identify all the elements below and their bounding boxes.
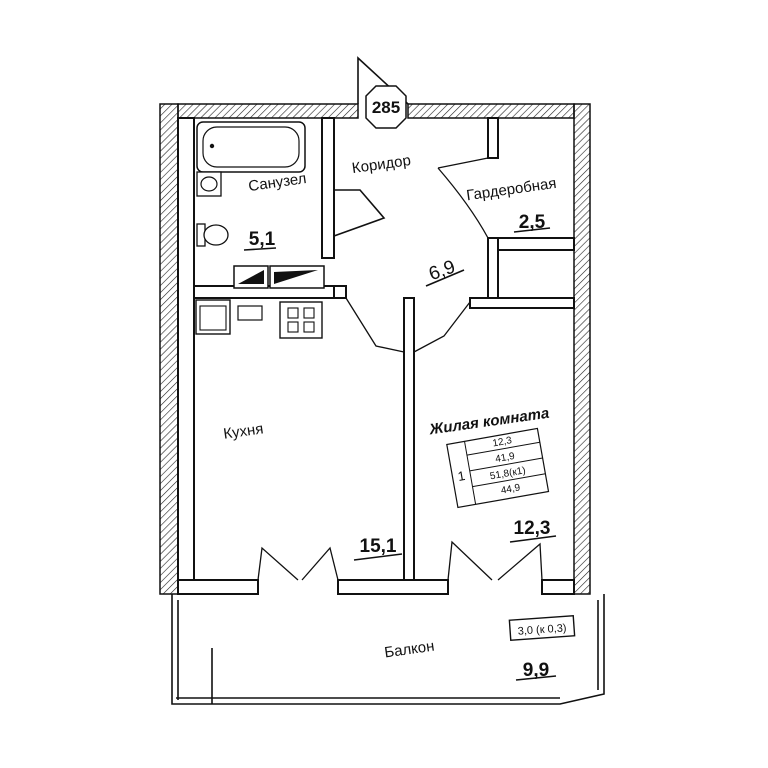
summary-total-area: 41,9: [494, 451, 516, 465]
summary-living-area: 12,3: [492, 435, 514, 449]
kitchen-area: 15,1: [360, 536, 397, 557]
bathroom-area: 5,1: [249, 229, 276, 250]
right-exterior-wall: [573, 103, 591, 595]
kitchen-living-partition: [403, 297, 415, 581]
bathroom-right-wall: [321, 117, 335, 259]
bathtub: [196, 121, 306, 173]
top-wall-right: [407, 103, 575, 119]
kitchen-name: Кухня: [222, 420, 264, 442]
wardrobe-name: Гардеробная: [465, 175, 557, 204]
stove: [279, 301, 323, 339]
kitchen-left-wall: [177, 117, 195, 581]
bottom-wall-right: [541, 579, 575, 595]
corridor-name: Коридор: [351, 152, 412, 177]
living-summary-table: 1 12,3 41,9 51,8(к1) 44,9: [446, 427, 550, 509]
wardrobe-left-wall: [487, 117, 499, 159]
unit-number-badge: [365, 85, 407, 129]
summary-total-reduced: 44,9: [500, 482, 522, 496]
unit-number: 285: [372, 98, 400, 117]
top-wall-left: [177, 103, 359, 119]
balcony-area: 9,9: [523, 660, 549, 681]
balcony-outline: [171, 594, 605, 705]
corridor-bottom-wall-left: [333, 285, 347, 299]
corridor-bottom-wall-right: [469, 297, 575, 309]
rooms-count: 1: [457, 468, 467, 484]
kitchen-sink: [195, 299, 231, 335]
corridor-wall-step: [333, 189, 386, 237]
wardrobe-area: 2,5: [519, 212, 546, 233]
kitchen-counter: [237, 305, 263, 321]
wardrobe-bottom-wall: [487, 237, 575, 251]
bottom-wall-mid: [337, 579, 449, 595]
balcony-name: Балкон: [383, 638, 435, 662]
corridor-area: 6,9: [426, 256, 458, 285]
bathroom-name: Санузел: [247, 170, 307, 195]
bottom-wall-left: [177, 579, 259, 595]
balcony-coefficient: 3,0 (к 0,3): [517, 622, 567, 637]
left-exterior-wall: [159, 103, 179, 595]
wardrobe-lower-wall: [487, 237, 499, 303]
living-area: 12,3: [514, 518, 551, 539]
balcony-coefficient-box: [508, 615, 576, 641]
